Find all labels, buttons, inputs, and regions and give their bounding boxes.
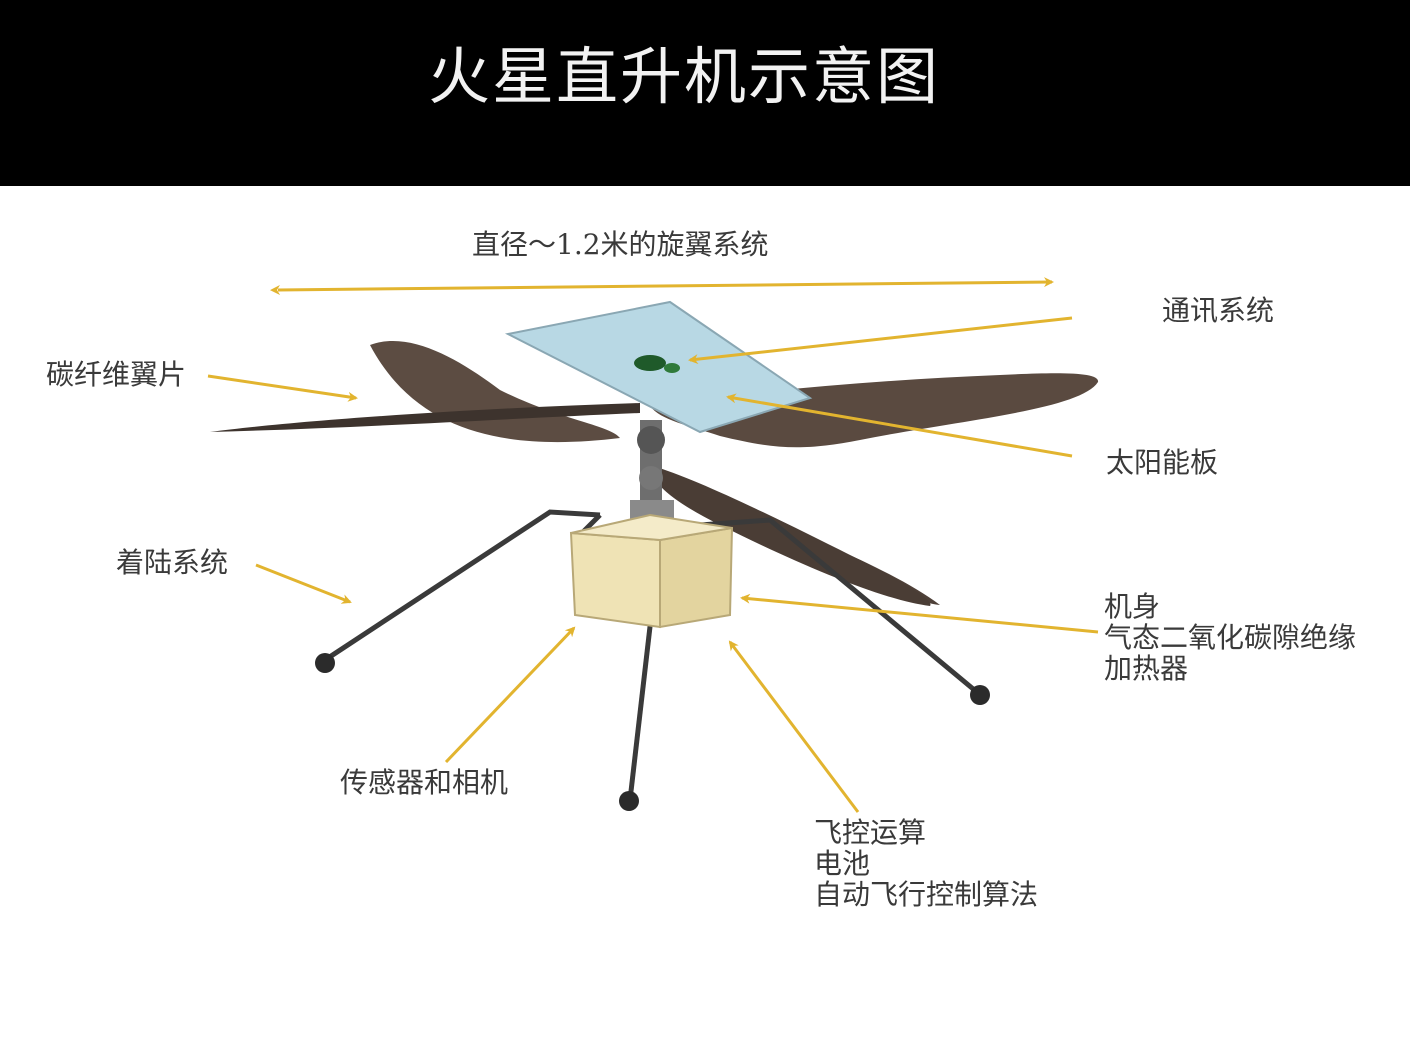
- label-body-line-3: 加热器: [1104, 651, 1189, 685]
- comm-antenna: [634, 355, 666, 371]
- label-avionics: 飞控运算 电池 自动飞行控制算法: [814, 816, 1039, 911]
- label-landing: 着陆系统: [116, 546, 229, 579]
- body-arrow: [740, 593, 1099, 634]
- label-avionics-line-3: 自动飞行控制算法: [814, 877, 1039, 911]
- fuselage-front: [569, 531, 661, 629]
- upper-blade-right: [650, 373, 1099, 448]
- label-solar: 太阳能板: [1106, 446, 1219, 479]
- helicopter-illustration: [207, 277, 1099, 813]
- solar-arrow: [726, 393, 1073, 458]
- label-body-line-2: 气态二氧化碳隙绝缘: [1104, 620, 1357, 654]
- fuselage-top: [570, 513, 733, 542]
- page-title: 火星直升机示意图: [428, 40, 941, 113]
- blades-arrow: [207, 374, 358, 402]
- comm-arrow: [688, 316, 1073, 365]
- foot-right: [970, 685, 990, 705]
- sensors-arrow: [444, 626, 576, 764]
- foot-left: [315, 653, 335, 673]
- fuselage-side: [659, 526, 734, 629]
- header-bar: 火星直升机示意图: [0, 0, 1410, 186]
- label-rotor: 直径～1.2米的旋翼系统: [472, 228, 769, 261]
- label-body: 机身 气态二氧化碳隙绝缘 加热器: [1104, 590, 1357, 685]
- label-body-line-1: 机身: [1104, 590, 1161, 623]
- label-comm: 通讯系统: [1162, 294, 1275, 327]
- rotor-diameter-arrow: [270, 277, 1054, 295]
- landing-arrow: [255, 563, 352, 604]
- label-avionics-line-1: 飞控运算: [814, 816, 927, 849]
- avionics-arrow: [728, 640, 860, 813]
- helicopter-diagram: 直径～1.2米的旋翼系统 通讯系统 碳纤维翼片 太阳能板 着陆系统 机身 气态二…: [0, 186, 1410, 1062]
- label-avionics-line-2: 电池: [814, 846, 871, 880]
- label-blades: 碳纤维翼片: [46, 358, 187, 391]
- foot-front: [619, 791, 639, 811]
- label-sensors: 传感器和相机: [340, 766, 509, 799]
- upper-blade-left: [210, 403, 640, 432]
